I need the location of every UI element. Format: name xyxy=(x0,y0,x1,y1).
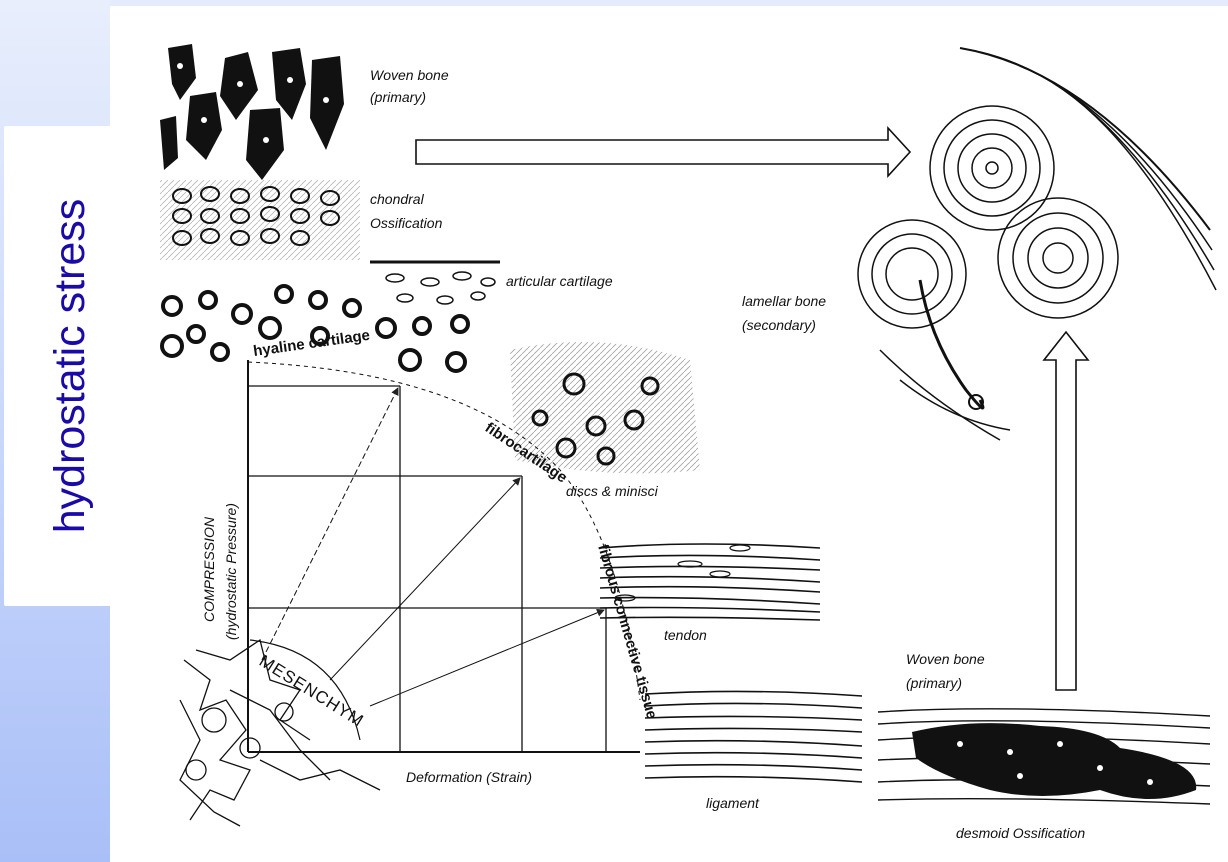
articular-cartilage-label: articular cartilage xyxy=(506,273,613,289)
desmoid-ossification-label: desmoid Ossification xyxy=(956,825,1085,841)
lamellar-bone-sublabel: (secondary) xyxy=(742,317,816,333)
mesenchym-label: MESENCHYM xyxy=(256,651,367,730)
chondral-sublabel: Ossification xyxy=(370,215,443,231)
ligament-illustration xyxy=(645,691,862,782)
compression-axis-label: COMPRESSION xyxy=(201,516,217,622)
hyaline-cartilage-illustration xyxy=(162,286,468,371)
woven-bone-top-sublabel: (primary) xyxy=(370,89,426,105)
woven-bone-top-label: Woven bone xyxy=(370,67,449,83)
desmoid-ossification-illustration xyxy=(878,709,1210,804)
articular-cartilage-illustration xyxy=(370,262,500,304)
fibrous-connective-tissue-label: fibrous connective tissue xyxy=(594,542,660,721)
chondral-ossification-illustration xyxy=(160,180,360,260)
chondral-label: chondral xyxy=(370,191,425,207)
vertical-arrow xyxy=(1044,332,1088,690)
tendon-illustration xyxy=(600,544,820,620)
compression-axis-sublabel: (hydrostatic Pressure) xyxy=(223,503,239,640)
tendon-label: tendon xyxy=(664,627,707,643)
deformation-axis-label: Deformation (Strain) xyxy=(406,769,532,785)
woven-bone-bottom-label: Woven bone xyxy=(906,651,985,667)
lamellar-bone-illustration xyxy=(858,48,1216,440)
woven-bone-bottom-sublabel: (primary) xyxy=(906,675,962,691)
lamellar-bone-label: lamellar bone xyxy=(742,293,826,309)
woven-bone-illustration-top xyxy=(160,44,344,180)
horizontal-arrow xyxy=(416,128,910,176)
discs-label: discs & minisci xyxy=(566,483,659,499)
ligament-label: ligament xyxy=(706,795,760,811)
